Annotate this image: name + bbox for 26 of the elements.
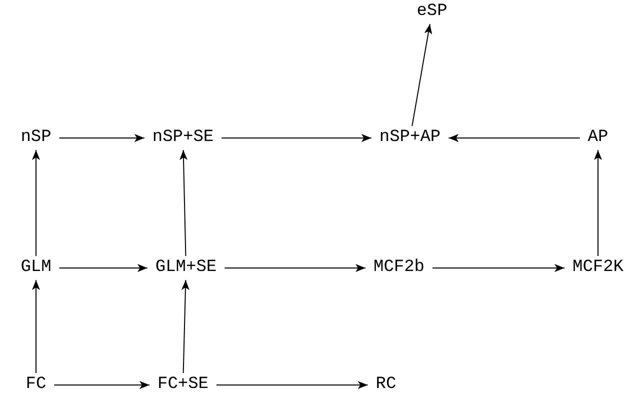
node-label: nSP (20, 128, 52, 148)
node-label: MCF2b (374, 258, 424, 278)
node-label: AP (588, 128, 608, 148)
node-label: FC+SE (158, 375, 208, 395)
node-label: MCF2K (572, 258, 624, 278)
arrow (32, 150, 40, 256)
arrow (58, 264, 148, 272)
arrow (181, 280, 190, 374)
arrow (58, 134, 145, 142)
arrow (221, 134, 372, 142)
node-label: nSP+SE (152, 128, 214, 148)
arrow (432, 264, 565, 272)
arrow (448, 134, 580, 142)
arrow (412, 24, 432, 126)
arrow (216, 381, 368, 389)
arrow (54, 381, 150, 389)
node-label: eSP (416, 2, 448, 22)
node-label: FC (26, 375, 46, 395)
arrow (594, 150, 602, 256)
node-label: GLM+SE (155, 258, 217, 278)
node-label: nSP+AP (379, 128, 441, 148)
node-label: GLM (20, 258, 52, 278)
node-label: RC (376, 375, 396, 395)
arrow (32, 280, 40, 374)
arrow (180, 150, 188, 256)
arrow (224, 264, 366, 272)
